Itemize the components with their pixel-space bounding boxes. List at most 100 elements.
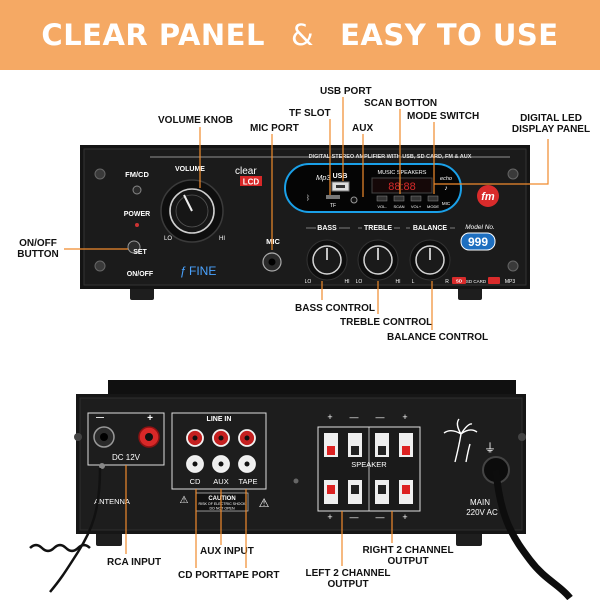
music-note-icon: ♪ bbox=[444, 185, 448, 192]
front-foot-right bbox=[458, 286, 482, 300]
dc-negative-hole bbox=[100, 433, 108, 441]
vol-minus-text: VOL- bbox=[377, 204, 387, 209]
line-in-text: LINE IN bbox=[207, 416, 232, 423]
banner bbox=[0, 0, 600, 70]
treble-hi-text: HI bbox=[396, 279, 401, 285]
spk-clip-5-tab bbox=[327, 485, 335, 494]
spk-clip-2-tab bbox=[351, 446, 359, 455]
bluetooth-icon: ᛒ bbox=[306, 194, 310, 202]
mic-jack-hole bbox=[268, 258, 276, 266]
balance-text: BALANCE bbox=[413, 225, 448, 232]
volume-knob-inner bbox=[175, 194, 209, 228]
cd-rca-white-pin bbox=[192, 461, 198, 467]
antenna-coil bbox=[29, 543, 91, 553]
tape-rca-red-pin bbox=[244, 435, 250, 441]
spk-clip-1-tab bbox=[327, 446, 335, 455]
onoff-label-line1: ON/OFF bbox=[19, 238, 57, 249]
cd-text: CD bbox=[190, 477, 201, 486]
set-onoff-button[interactable] bbox=[127, 240, 141, 254]
rear-screw-r bbox=[518, 433, 526, 441]
spk-clip-8-tab bbox=[402, 485, 410, 494]
tape-text: TAPE bbox=[238, 477, 257, 486]
volume-text: VOLUME bbox=[175, 166, 205, 173]
cd-rca-red-pin bbox=[192, 435, 198, 441]
treble-control-label: TREBLE CONTROL bbox=[340, 317, 433, 328]
model-number-text: 999 bbox=[468, 235, 488, 249]
treble-text: TREBLE bbox=[364, 225, 392, 232]
spk-clip-4-tab bbox=[402, 446, 410, 455]
dc-minus-text: — bbox=[96, 413, 104, 422]
main-voltage-text: 220V AC bbox=[466, 508, 498, 517]
rear-screw-center bbox=[293, 478, 299, 484]
usb-text: USB bbox=[333, 173, 348, 180]
left-output-line1: LEFT 2 CHANNEL bbox=[305, 568, 391, 579]
vol-plus-button[interactable] bbox=[410, 195, 422, 202]
speaker-text: SPEAKER bbox=[351, 460, 387, 469]
music-speakers-text: MUSIC SPEAKERS bbox=[378, 170, 427, 176]
fm-logo-text: fm bbox=[481, 191, 495, 203]
power-text: POWER bbox=[124, 211, 150, 218]
mp3-logo: Mp3 bbox=[316, 173, 331, 182]
fm-logo-badge bbox=[477, 185, 499, 207]
tape-rca-white-pin bbox=[244, 461, 250, 467]
tf-slot[interactable] bbox=[326, 195, 340, 199]
mic-text: MIC bbox=[266, 237, 280, 246]
clear-text: clear bbox=[235, 166, 257, 177]
aux-jack[interactable] bbox=[350, 196, 358, 204]
balance-r-text: R bbox=[445, 279, 449, 285]
usb-port-slot bbox=[336, 185, 345, 188]
balance-control-label: BALANCE CONTROL bbox=[387, 332, 489, 343]
mic-port-label: MIC PORT bbox=[250, 123, 299, 134]
echo-text: echo bbox=[440, 176, 452, 182]
rear-top-lid bbox=[108, 380, 516, 394]
mode-text: MODE bbox=[427, 204, 439, 209]
volume-hi-text: HI bbox=[219, 236, 225, 242]
fm-cd-button[interactable] bbox=[132, 185, 142, 195]
volume-knob-label: VOLUME KNOB bbox=[158, 115, 233, 126]
front-screw-tr bbox=[507, 168, 519, 180]
tape-port-label: TAPE PORT bbox=[223, 570, 280, 581]
bass-hi-text: HI bbox=[345, 279, 350, 285]
onoff-label-line2: BUTTON bbox=[17, 249, 59, 260]
power-led bbox=[135, 223, 139, 227]
volume-knob-pointer bbox=[183, 194, 193, 212]
digital-led-label-line1: DIGITAL LED bbox=[520, 113, 582, 124]
sd-logo-text: SD bbox=[456, 279, 463, 284]
vol-minus-button[interactable] bbox=[376, 195, 388, 202]
bass-lo-text: LO bbox=[305, 279, 312, 285]
palm-trunk bbox=[454, 433, 462, 463]
echo-mic-text: MIC bbox=[442, 201, 451, 206]
palm-fronds bbox=[443, 418, 478, 435]
aux-rca-white-pin bbox=[218, 461, 224, 467]
rear-face bbox=[79, 397, 523, 531]
palm-tree-icon bbox=[443, 418, 478, 463]
front-leaders bbox=[64, 97, 549, 330]
mp3-badge bbox=[488, 277, 500, 284]
aux-rear-text: AUX bbox=[213, 477, 228, 486]
lcd-badge bbox=[240, 176, 262, 186]
mode-button[interactable] bbox=[427, 195, 439, 202]
bass-text: BASS bbox=[317, 225, 337, 232]
vol-plus-text: VOL+ bbox=[411, 204, 422, 209]
rear-leaders bbox=[125, 465, 393, 568]
dc-positive-hole bbox=[145, 433, 153, 441]
spk-plus-1: + bbox=[327, 412, 332, 422]
led-display bbox=[371, 177, 433, 194]
model-no-text: Model No. bbox=[465, 224, 495, 231]
sd-card-text: SD CARD bbox=[466, 279, 487, 284]
scan-button[interactable] bbox=[393, 195, 405, 202]
bass-control-label: BASS CONTROL bbox=[295, 303, 375, 314]
mode-switch-label: MODE SWITCH bbox=[407, 111, 480, 122]
spk-minus-3: — bbox=[350, 512, 359, 522]
banner-title: CLEAR PANEL&EASY TO USE bbox=[0, 18, 600, 52]
digital-led-label-line2: DISPLAY PANEL bbox=[511, 124, 591, 135]
antenna-text: ANTENNA bbox=[94, 497, 130, 506]
set-onoff-text: ON/OFF bbox=[127, 271, 154, 278]
caution-triangle-icon: ⚠ bbox=[259, 496, 270, 510]
mp3-text: MP3 bbox=[505, 279, 516, 285]
tf-slot-label: TF SLOT bbox=[289, 108, 331, 119]
balance-l-text: L bbox=[412, 279, 415, 285]
